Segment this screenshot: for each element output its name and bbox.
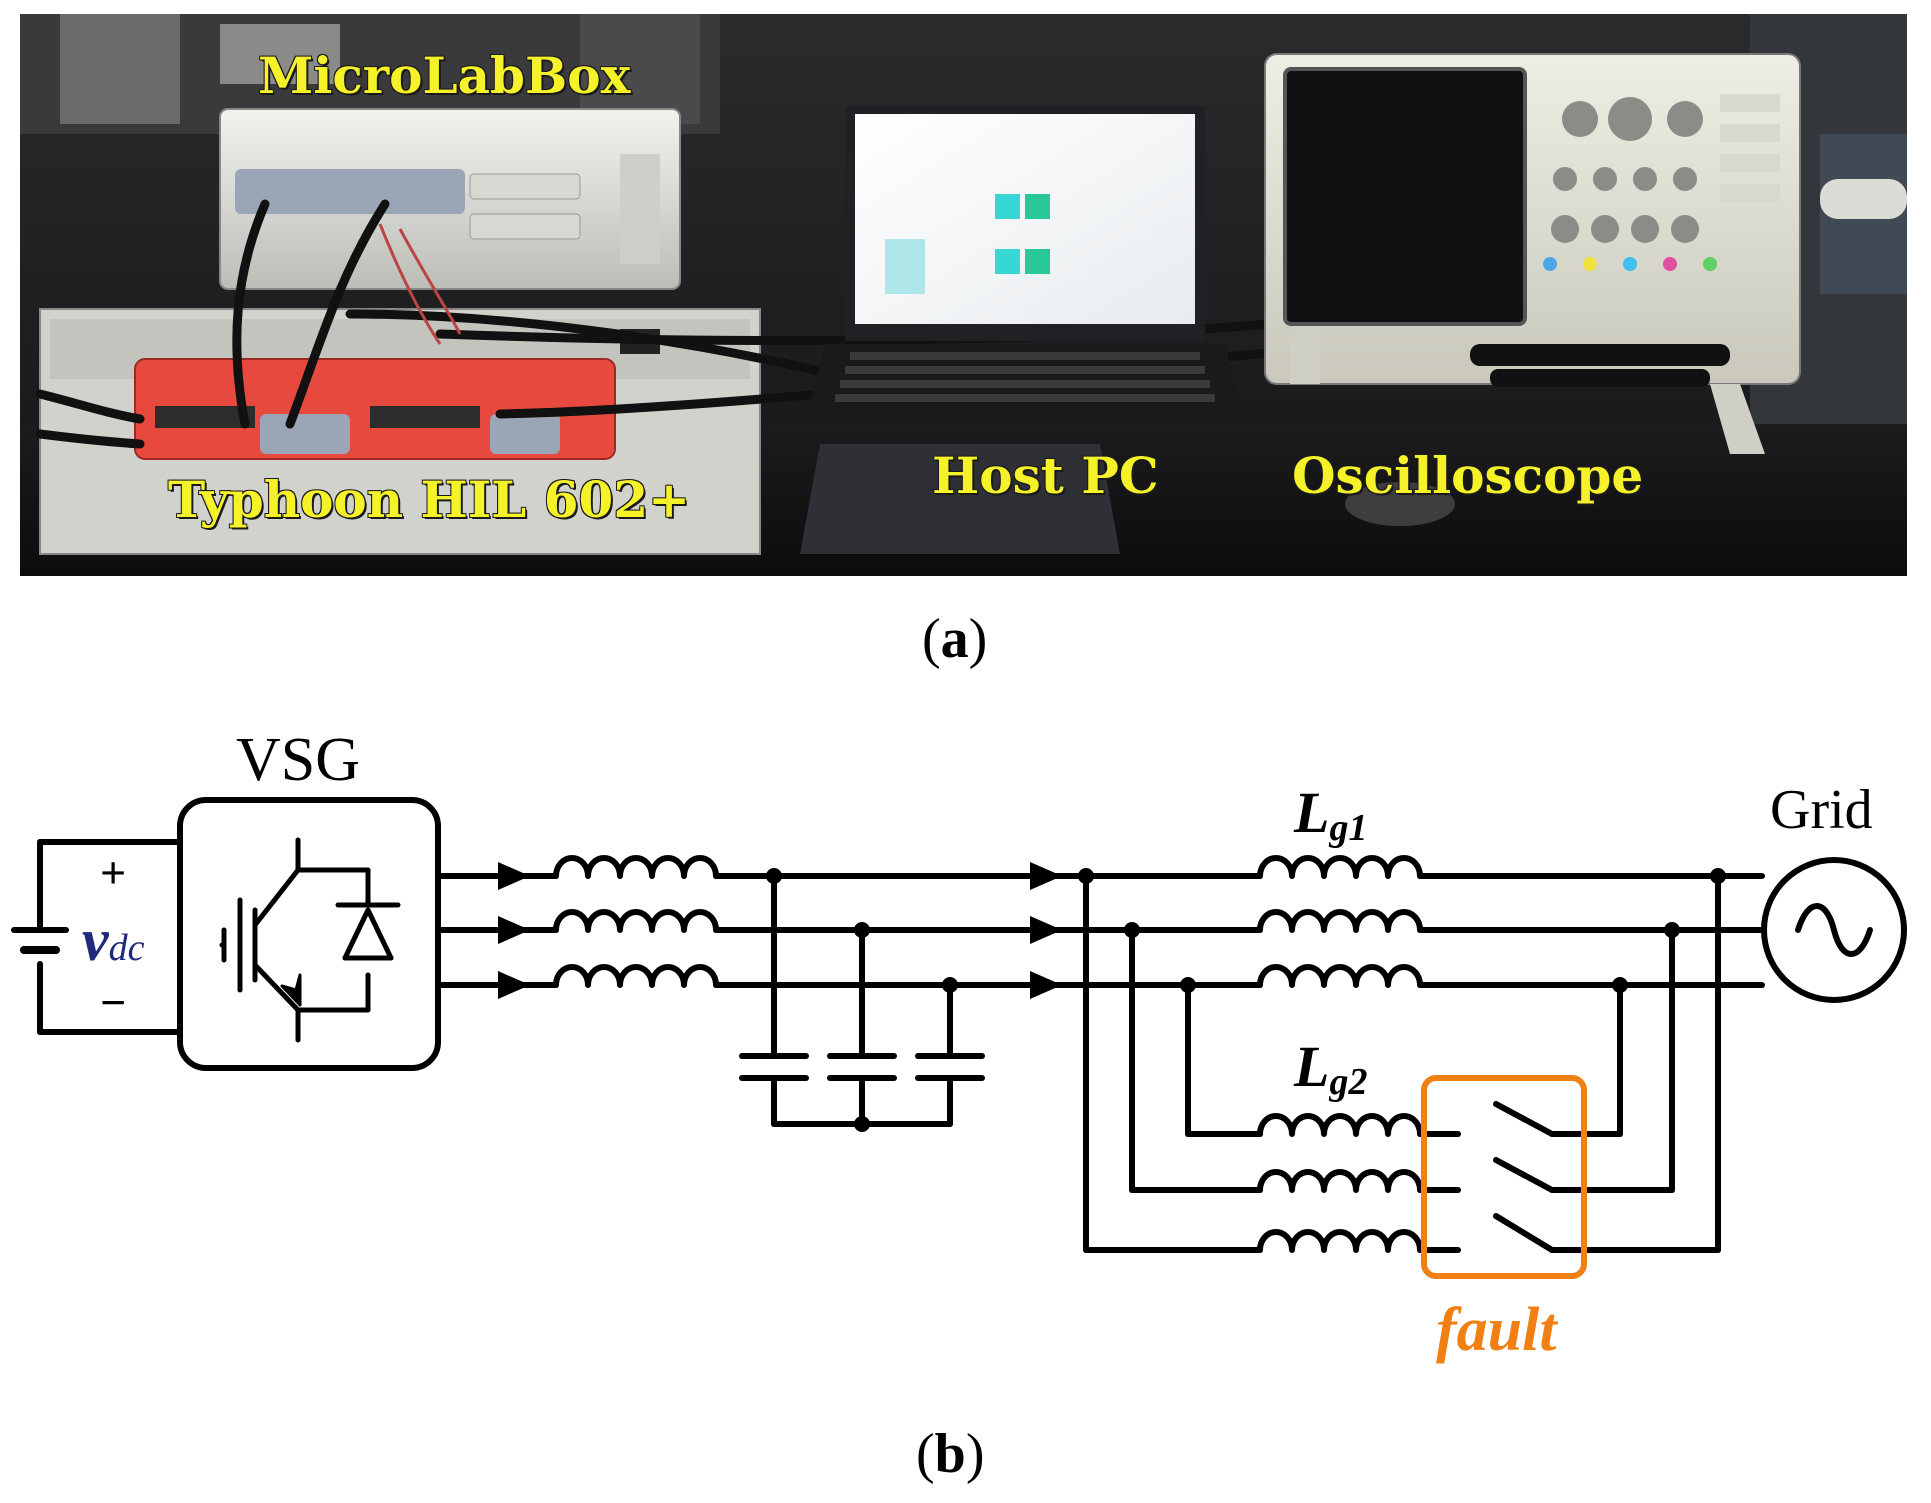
plus-sign: +	[100, 847, 126, 898]
lg2-inductor-icon	[1257, 1113, 1423, 1253]
lg1-main: L	[1293, 780, 1329, 845]
filter-inductor-icon	[553, 855, 719, 988]
fault-box	[1421, 1075, 1587, 1279]
fault-switch-icon	[1493, 1101, 1555, 1253]
filter-capacitor-icon	[739, 873, 985, 1127]
lg1-inductor-icon	[1257, 855, 1423, 988]
vdc-subscript: dc	[109, 927, 145, 969]
lab-photo-illustration	[20, 14, 1907, 576]
lg2-main: L	[1293, 1034, 1329, 1099]
grid-source-icon	[1761, 857, 1907, 1003]
minus-sign: −	[100, 977, 126, 1028]
caption-a: (a)	[922, 608, 988, 670]
vsg-converter-box	[177, 797, 441, 1071]
junction-dots	[766, 868, 1726, 1132]
vsg-circuit-schematic: VSG + − vdc Lg1 Lg2 Grid fault	[11, 726, 1907, 1364]
dc-source-battery	[11, 839, 183, 1035]
vsg-label: VSG	[236, 726, 360, 794]
typhoon-hil-label: Typhoon HIL 602+	[168, 470, 690, 529]
caption-a-letter: a	[940, 608, 969, 670]
grid-label: Grid	[1770, 779, 1873, 841]
lg2-subscript: g2	[1328, 1061, 1367, 1103]
host-pc-label: Host PC	[932, 446, 1159, 505]
lg1-label: Lg1	[1293, 780, 1367, 849]
lg2-label: Lg2	[1293, 1034, 1367, 1103]
caption-b-letter: b	[934, 1423, 966, 1485]
fault-label: fault	[1436, 1296, 1558, 1364]
vdc-label: vdc	[82, 907, 145, 973]
microlabbox-label: MicroLabBox	[258, 46, 631, 105]
igbt-diode-icon	[219, 837, 401, 1043]
vdc-main: v	[82, 907, 110, 973]
lab-setup-photo: MicroLabBox Typhoon HIL 602+ Host PC Osc…	[20, 14, 1907, 576]
current-arrows	[498, 862, 1062, 999]
caption-b: (b)	[916, 1423, 985, 1485]
oscilloscope-label: Oscilloscope	[1292, 446, 1644, 505]
lg1-subscript: g1	[1328, 807, 1367, 849]
